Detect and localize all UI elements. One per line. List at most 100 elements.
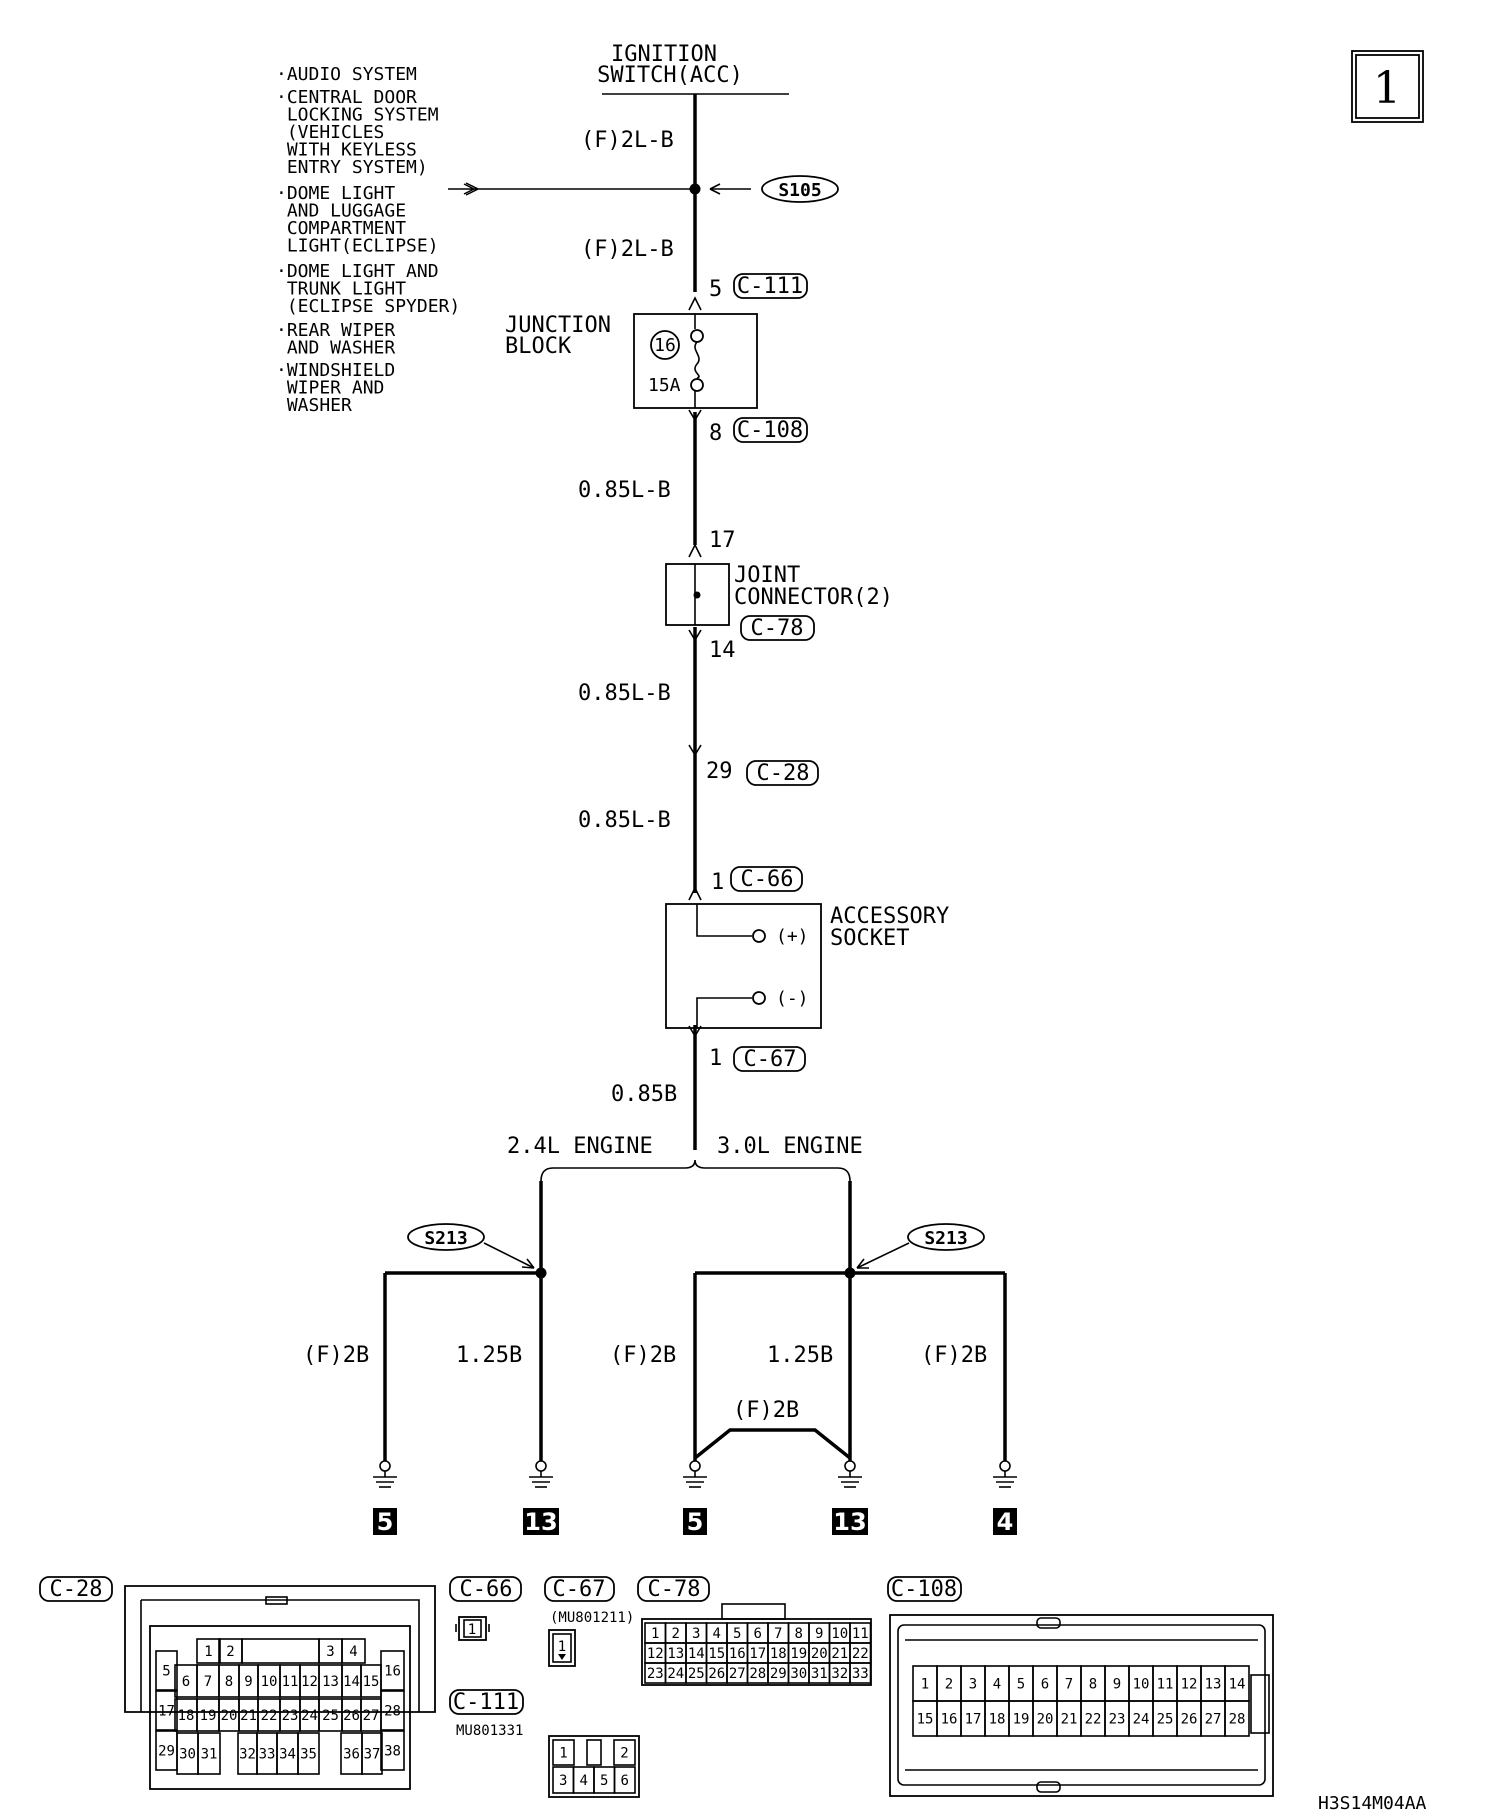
c108-pin-cell <box>1224 1700 1250 1737</box>
c28-shell <box>124 1585 436 1713</box>
c108-tag <box>733 417 808 443</box>
c67-label: C-67 <box>744 1047 797 1072</box>
c78-out-pin: 14 <box>709 638 736 663</box>
diagram-code: H3S14M04AA <box>1318 1793 1427 1814</box>
splice-label-s105: S105 <box>778 180 821 201</box>
c28-pin: 9 <box>244 1674 252 1690</box>
c28-pin: 16 <box>384 1664 401 1680</box>
c108-pin: 6 <box>1041 1677 1049 1693</box>
ground-terminal <box>844 1460 856 1472</box>
c67-view-tag <box>544 1576 615 1602</box>
fuse-terminal-top <box>690 329 704 343</box>
ground-terminal <box>999 1460 1011 1472</box>
branch-list-line: LIGHT(ECLIPSE) <box>276 236 439 257</box>
c78-pin: 25 <box>688 1666 705 1682</box>
c78-pin: 15 <box>708 1646 725 1662</box>
c28-pin: 28 <box>384 1704 401 1720</box>
engine-right-label: 3.0L ENGINE <box>717 1134 863 1159</box>
ground-wire-label-4: 1.25B <box>767 1343 833 1368</box>
c108-pin: 15 <box>917 1712 934 1728</box>
c28-pin: 35 <box>300 1747 317 1763</box>
c111-pin: 6 <box>621 1773 629 1789</box>
c28-pin: 4 <box>349 1644 357 1660</box>
splice-badge-s213-left <box>407 1223 485 1251</box>
accessory-socket-line2: SOCKET <box>830 926 909 951</box>
c28-pin-cell <box>155 1690 178 1731</box>
fuse-number: 16 <box>654 335 676 356</box>
c78-pin-cell <box>849 1662 872 1684</box>
ground-point-badge <box>683 1508 707 1535</box>
c111-pin: 5 <box>600 1773 608 1789</box>
ground-point-number: 13 <box>524 1508 557 1536</box>
c66-entry-arrow <box>688 886 702 901</box>
c78-label: C-78 <box>751 616 804 641</box>
branch-list-line: COMPARTMENT <box>276 218 406 239</box>
c28-pin: 25 <box>322 1708 339 1724</box>
ground-terminal <box>379 1460 391 1472</box>
c78-pin: 33 <box>852 1666 869 1682</box>
c108-outer <box>889 1614 1274 1797</box>
c28-view-label: C-28 <box>50 1577 103 1602</box>
splice-dot-s213-left <box>535 1267 547 1279</box>
splice-label-s213-right: S213 <box>924 1228 967 1249</box>
c66-pin: 1 <box>711 870 724 895</box>
c78-pin: 24 <box>667 1666 684 1682</box>
socket-plus-wire <box>696 904 752 937</box>
c67-tag <box>733 1046 806 1072</box>
socket-plus-label: (+) <box>776 926 809 947</box>
c111-view-label: C-111 <box>453 1690 519 1715</box>
c108-pin: 8 <box>709 421 722 446</box>
c78-pin: 9 <box>815 1626 823 1642</box>
engine-bracket <box>540 1159 851 1182</box>
splice-dot-s105 <box>689 183 701 195</box>
branch-list-line: ENTRY SYSTEM) <box>276 157 428 178</box>
c28-pin: 3 <box>326 1644 334 1660</box>
c28-pin: 36 <box>343 1747 360 1763</box>
branch-list-line: ·REAR WIPER <box>276 320 395 341</box>
c108-pin: 2 <box>945 1677 953 1693</box>
c28-pin-cell <box>360 1698 382 1732</box>
c78-pin: 30 <box>790 1666 807 1682</box>
c108-pin: 24 <box>1133 1712 1150 1728</box>
ground-point-number: 13 <box>833 1508 866 1536</box>
wire-label-5: 0.85L-B <box>578 808 671 833</box>
c28-pin: 34 <box>279 1747 296 1763</box>
c108-pin: 8 <box>1089 1677 1097 1693</box>
c78-pin: 27 <box>729 1666 746 1682</box>
c108-pin: 12 <box>1181 1677 1198 1693</box>
wire-label-1: (F)2L-B <box>581 128 674 153</box>
c28-pin: 27 <box>363 1708 380 1724</box>
accessory-socket-box <box>665 903 822 1029</box>
c111-pin: 3 <box>559 1773 567 1789</box>
c78-pin: 21 <box>831 1646 848 1662</box>
joint-connector-line1: JOINT <box>734 563 800 588</box>
c28-pin: 20 <box>221 1708 238 1724</box>
c78-pin: 20 <box>811 1646 828 1662</box>
branch-list-line: WIPER AND <box>276 378 384 399</box>
c78-pin: 12 <box>647 1646 664 1662</box>
c108-pin: 28 <box>1229 1712 1246 1728</box>
c67-view-label: C-67 <box>553 1577 606 1602</box>
c108-pin: 9 <box>1113 1677 1121 1693</box>
c78-pin: 23 <box>647 1666 664 1682</box>
branch-list-line: ·DOME LIGHT AND <box>276 261 439 282</box>
c28-pin: 38 <box>384 1744 401 1760</box>
socket-minus-label: (-) <box>776 988 809 1009</box>
c78-pin: 26 <box>708 1666 725 1682</box>
c78-pin: 18 <box>770 1646 787 1662</box>
c28-pin: 31 <box>201 1747 218 1763</box>
c28-pin: 30 <box>179 1747 196 1763</box>
accessory-socket-line1: ACCESSORY <box>830 904 949 929</box>
c108-pin: 10 <box>1133 1677 1150 1693</box>
splice-label-s213-left: S213 <box>424 1228 467 1249</box>
c28-pin: 37 <box>364 1747 381 1763</box>
c78-pin: 11 <box>852 1626 869 1642</box>
c67-part-number: (MU801211) <box>550 1610 634 1626</box>
c66-label: C-66 <box>741 867 794 892</box>
c78-pin: 32 <box>831 1666 848 1682</box>
c78-pin: 2 <box>672 1626 680 1642</box>
c111-tag <box>733 273 808 299</box>
junction-block-line1: JUNCTION <box>505 313 611 338</box>
c78-pin: 16 <box>729 1646 746 1662</box>
